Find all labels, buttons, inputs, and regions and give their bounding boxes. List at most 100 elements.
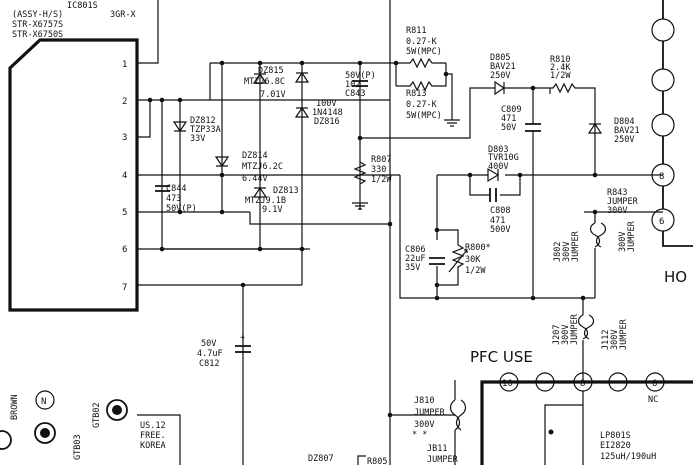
- component-label: 300V: [618, 232, 628, 252]
- component-label: DZ812: [190, 116, 216, 126]
- brown-label: BROWN: [10, 394, 20, 420]
- component-label: * *: [412, 430, 427, 440]
- component-label: C812: [199, 359, 219, 369]
- pin1-wire: [137, 0, 159, 64]
- component-label: 300V: [414, 420, 434, 430]
- ic-pin-number: 6: [122, 245, 127, 255]
- jumper-symbol: [577, 314, 595, 340]
- capacitor-plates: [352, 80, 368, 87]
- gtb03-label: GTB03: [73, 434, 83, 460]
- component-label: C844: [166, 184, 186, 194]
- rail: [469, 175, 521, 196]
- component-label: D804: [614, 117, 634, 127]
- component-label: 300V: [607, 206, 627, 216]
- ground-icon: [352, 202, 368, 210]
- gtb02-label: GTB02: [92, 402, 102, 428]
- d804: D804 BAV21 250V: [587, 117, 640, 145]
- component-label: R813: [406, 89, 426, 99]
- j802: J802 300V JUMPER 300V JUMPER: [533, 211, 663, 299]
- rail: [399, 175, 533, 299]
- ic-body: [8, 38, 139, 312]
- junction-dot: [580, 295, 586, 301]
- r807: R807 330 1/2W: [352, 155, 392, 210]
- pfc-pin-circle: [608, 372, 628, 392]
- component-label: JUMPER: [619, 318, 629, 350]
- component-label: R800*: [465, 243, 491, 253]
- variable-arrow: [448, 249, 468, 273]
- component-label: 5W(MPC): [406, 111, 442, 121]
- component-label: 1/2W: [550, 71, 571, 81]
- ic-part-line: (ASSY-H/S): [12, 10, 63, 20]
- component-label: DZ815: [258, 66, 284, 76]
- right-connector: 8 6 HO: [651, 0, 693, 286]
- component-label: 0.27-K: [406, 100, 438, 110]
- junction-dot: [219, 60, 225, 66]
- pfc-pin-circle: [645, 372, 665, 392]
- component-label: 35V: [405, 263, 420, 273]
- ic-pin-number: 4: [122, 171, 127, 181]
- junction-dot: [467, 172, 473, 178]
- d803-c808: D803 TVR10G 400V C808 471 500V: [436, 145, 663, 240]
- component-label: BAV21: [614, 126, 640, 136]
- junction-dot: [147, 97, 153, 103]
- component-label: MTZJ6.2C: [242, 162, 283, 172]
- component-label: JUMPER: [414, 408, 446, 418]
- component-label: 330: [371, 165, 386, 175]
- component-label: 9.1V: [262, 205, 282, 215]
- component-label: 1/2W: [371, 175, 392, 185]
- component-label: MTZJ6.8C: [244, 77, 285, 87]
- component-label: 6.44V: [242, 174, 268, 184]
- component-label: 300V: [562, 242, 572, 262]
- junction-dot: [530, 85, 536, 91]
- pfc-block: PFC USE 10 8 6 NC LP801S EI2820 125uH/19…: [470, 348, 693, 465]
- ic-pin-number: 7: [122, 283, 127, 293]
- component-label: EI2820: [600, 441, 631, 451]
- diode-symbol: [487, 167, 500, 183]
- dz812: DZ812 TZP33A 33V: [172, 116, 221, 144]
- pfc-pin-circle: [535, 372, 555, 392]
- junction-dot: [387, 412, 393, 418]
- component-label: C843: [345, 89, 365, 99]
- component-label: 50V: [201, 339, 216, 349]
- ho-label: HO: [664, 268, 687, 286]
- junction-dot: [219, 172, 225, 178]
- junction-dot: [219, 209, 225, 215]
- pfc-pin-circle: [499, 372, 519, 392]
- pfc-nc-label: NC: [648, 395, 658, 405]
- component-label: J802: [553, 242, 563, 262]
- component-label: 250V: [614, 135, 634, 145]
- rail: [436, 229, 459, 298]
- junction-dot: [159, 97, 165, 103]
- r843: R843 JUMPER 300V: [607, 188, 639, 216]
- component-label: 22uF: [405, 254, 425, 264]
- component-label: 125uH/190uH: [600, 452, 656, 462]
- region-label: KOREA: [140, 441, 166, 451]
- zener-symbol: [252, 186, 268, 198]
- ic-ref: IC801S: [67, 1, 98, 11]
- resistor-zigzag: [451, 244, 465, 272]
- component-label: DZ814: [242, 151, 268, 161]
- junction-dot: [434, 295, 440, 301]
- component-label: 500V: [490, 225, 510, 235]
- resistor-zigzag: [395, 57, 446, 86]
- polarity-mark: +: [240, 333, 245, 343]
- connector-circle: [651, 113, 675, 137]
- component-label: C809: [501, 105, 521, 115]
- bottom-left-fragments: BROWN N GTB02 GTB03 US.12 FREE. KOREA DZ…: [0, 390, 387, 465]
- diode-symbol: [587, 122, 603, 134]
- d816: 100V 1N4148 DZ816: [294, 71, 343, 127]
- c806-r800: C806 22uF 35V R800* 30K 1/2W: [405, 229, 491, 298]
- d805: D805 BAV21 250V: [488, 53, 533, 96]
- ic801s: (ASSY-H/S) STR-X6757S STR-X6750S IC801S …: [8, 0, 400, 465]
- pfc-outline: [480, 380, 693, 465]
- ic-part-line: STR-X6750S: [12, 30, 63, 40]
- zener-symbol: [252, 72, 268, 84]
- region-label: FREE.: [140, 431, 166, 441]
- connector-circle: [651, 18, 675, 42]
- pfc-pin-number: 6: [652, 379, 657, 389]
- component-label: 50V(P): [345, 71, 376, 81]
- pfc-pin-number: 10: [502, 379, 513, 389]
- diode-symbol: [294, 106, 310, 118]
- resistor-zigzag: [533, 82, 596, 175]
- capacitor-plates: [525, 123, 541, 132]
